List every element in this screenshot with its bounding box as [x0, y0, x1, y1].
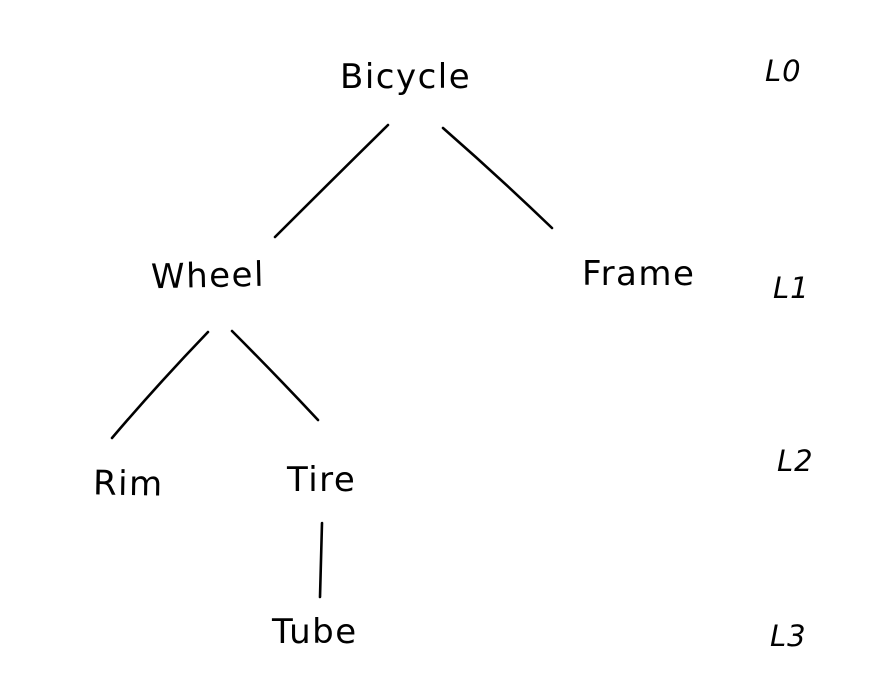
node-label-rim: Rim — [92, 463, 165, 505]
node-label-wheel: Wheel — [150, 254, 266, 298]
edge-tire-tube — [318, 521, 324, 599]
edge-wheel-rim — [110, 330, 210, 440]
node-label-tube: Tube — [272, 612, 358, 652]
node-label-tire: Tire — [287, 460, 357, 500]
level-label-l2: L2 — [777, 444, 814, 478]
level-label-l0: L0 — [765, 54, 802, 88]
edge-bicycle-frame — [441, 126, 554, 230]
level-label-l3: L3 — [770, 619, 807, 653]
node-label-frame: Frame — [582, 254, 696, 294]
level-label-l1: L1 — [773, 271, 810, 305]
edge-wheel-tire — [230, 329, 320, 422]
edge-bicycle-wheel — [273, 123, 390, 239]
node-label-bicycle: Bicycle — [340, 57, 472, 97]
